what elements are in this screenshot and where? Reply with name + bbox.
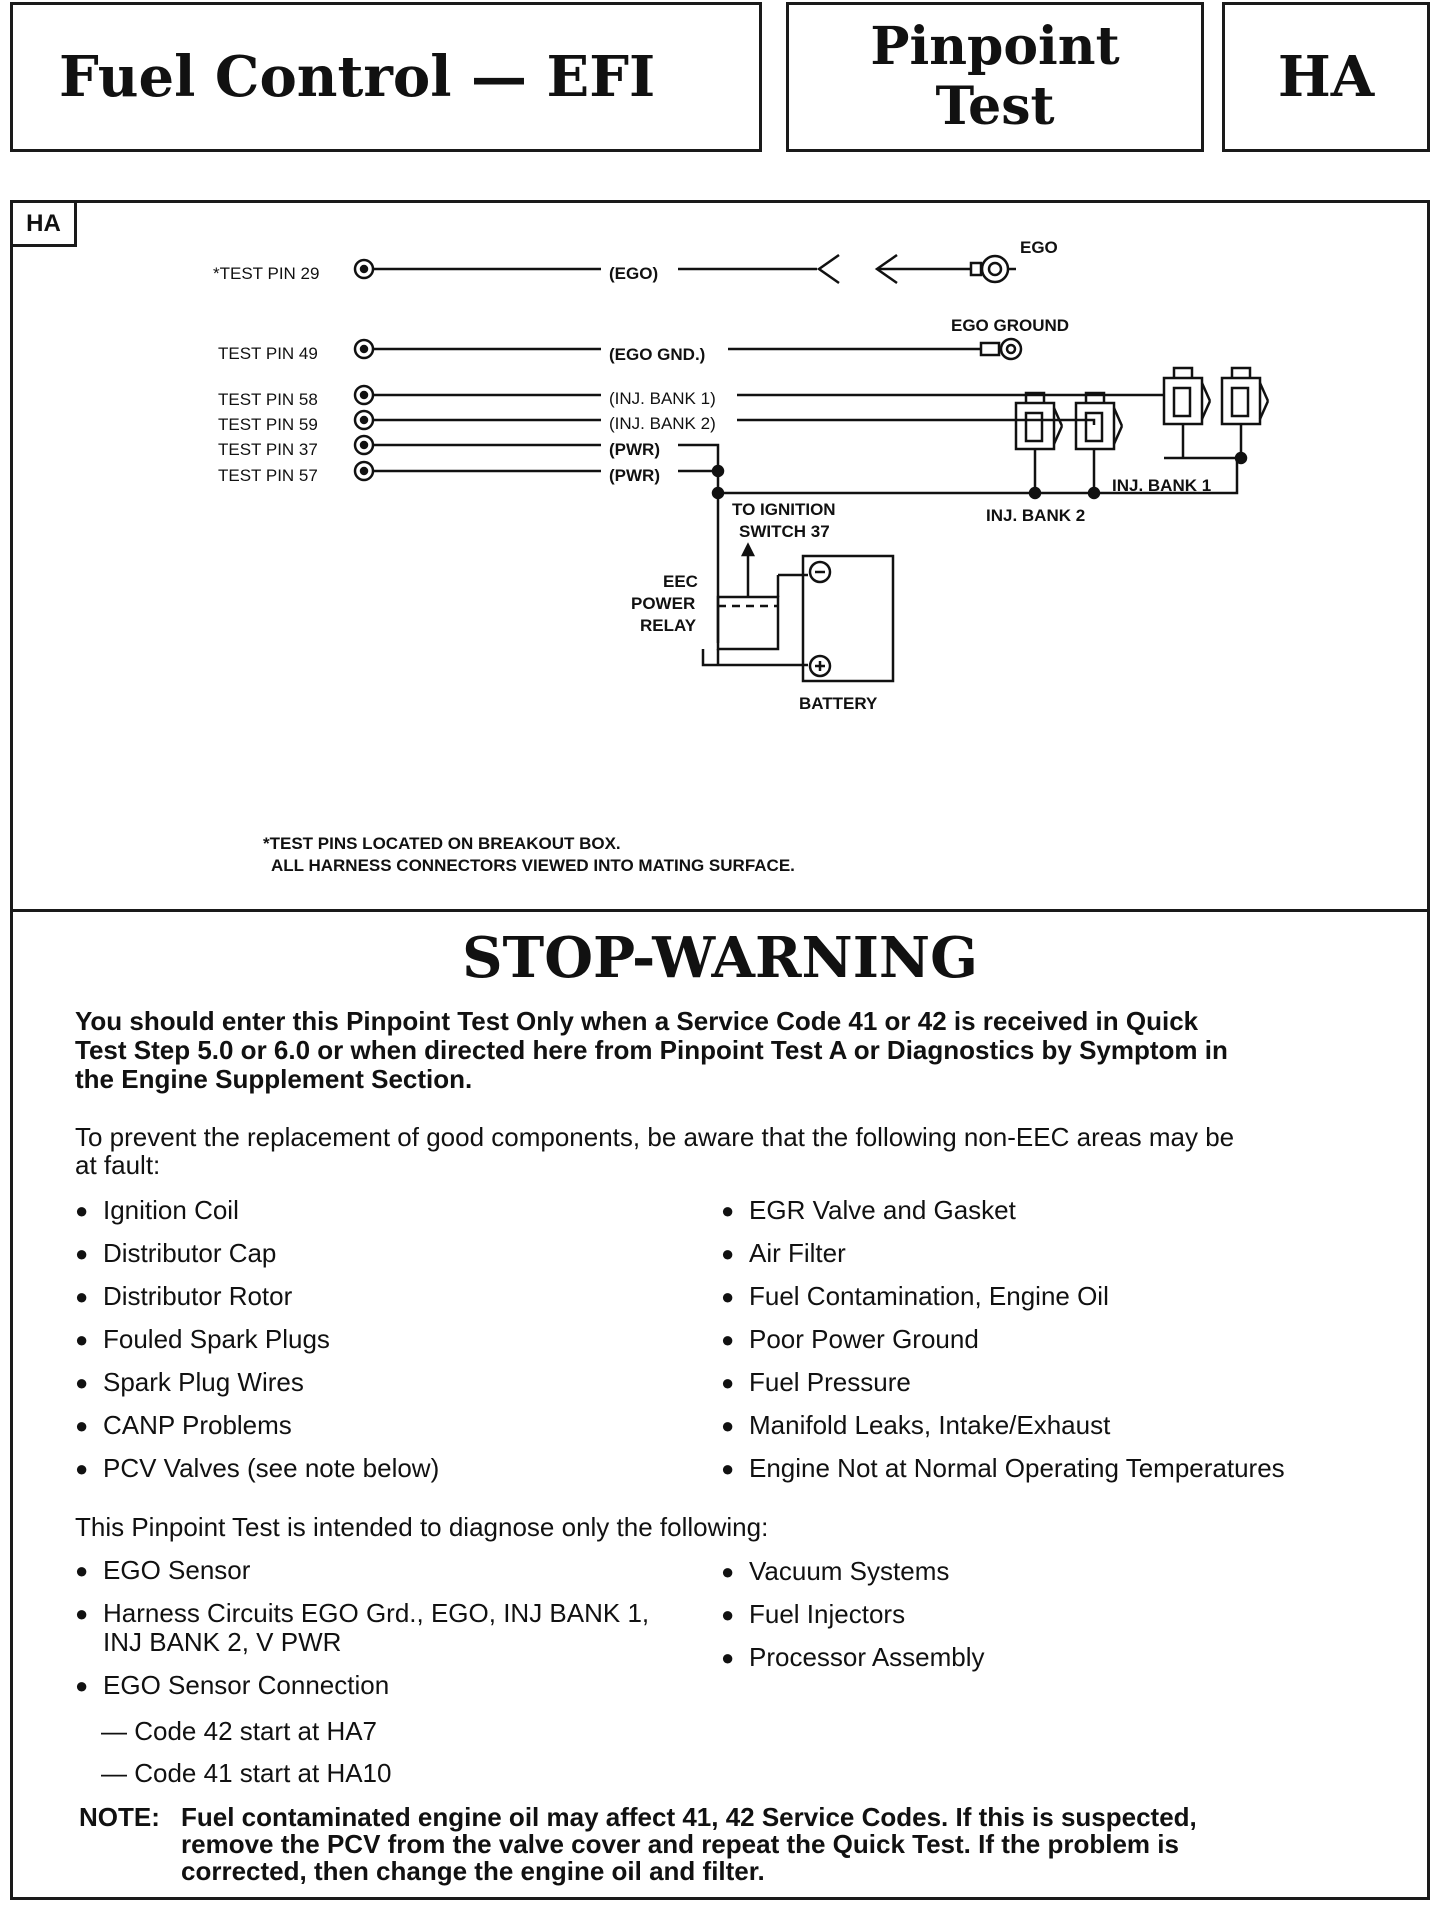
inj-bank-1-label: INJ. BANK 1 — [1112, 476, 1212, 495]
ego-ground-label: EGO GROUND — [951, 316, 1070, 335]
battery-label: BATTERY — [799, 694, 878, 713]
note-label: NOTE: — [79, 1802, 160, 1832]
pin-59-signal: (INJ. BANK 2) — [609, 414, 716, 433]
ego-label: EGO — [1020, 238, 1058, 257]
pin-57-label: TEST PIN 57 — [218, 466, 318, 485]
inj-bank-2-label: INJ. BANK 2 — [986, 506, 1086, 525]
list-item: PCV Valves (see note below) — [75, 1454, 439, 1484]
list-item: Ignition Coil — [75, 1196, 239, 1226]
list-item: Fuel Contamination, Engine Oil — [721, 1282, 1109, 1312]
pin-57-connector — [353, 460, 375, 482]
relay-label-2: POWER — [631, 594, 696, 613]
note-line-3: corrected, then change the engine oil an… — [181, 1856, 765, 1886]
test-code-text: HA — [1277, 44, 1375, 110]
test-code: HA — [1222, 2, 1430, 152]
ego-connector-male — [874, 253, 898, 285]
list-item: EGO Sensor — [75, 1556, 250, 1586]
pin-58-signal: (INJ. BANK 1) — [609, 389, 716, 408]
title-text: Fuel Control — EFI — [59, 44, 656, 110]
junction-dot — [711, 464, 725, 478]
injector-bank-2 — [1014, 391, 1124, 500]
list-item: EGR Valve and Gasket — [721, 1196, 1016, 1226]
ignition-label-2: SWITCH 37 — [739, 522, 830, 541]
ignition-label-1: TO IGNITION — [732, 500, 836, 519]
footnote-line-2: ALL HARNESS CONNECTORS VIEWED INTO MATIN… — [271, 856, 795, 875]
diagram-tag: HA — [13, 203, 77, 247]
list-item: EGO Sensor Connection — [75, 1671, 389, 1701]
page-title: Fuel Control — EFI — [10, 2, 762, 152]
note-line-2: remove the PCV from the valve cover and … — [181, 1829, 1179, 1859]
pinpoint-line-2: Test — [935, 76, 1055, 137]
pin-37-label: TEST PIN 37 — [218, 440, 318, 459]
list-item: Fuel Pressure — [721, 1368, 911, 1398]
pinpoint-line-1: Pinpoint — [870, 16, 1120, 77]
wiring-diagram — [353, 253, 1270, 683]
list-item: Fouled Spark Plugs — [75, 1325, 330, 1355]
list-item: Harness Circuits EGO Grd., EGO, INJ BANK… — [75, 1599, 649, 1629]
list-item: Manifold Leaks, Intake/Exhaust — [721, 1411, 1110, 1441]
list-item: Spark Plug Wires — [75, 1368, 304, 1398]
intro-line-3: the Engine Supplement Section. — [75, 1064, 473, 1094]
eec-power-relay — [701, 542, 808, 667]
note-line-1: Fuel contaminated engine oil may affect … — [181, 1802, 1197, 1832]
wire-pwr37-right — [678, 443, 720, 471]
warning-title: STOP-WARNING — [462, 925, 978, 991]
ego-ground-icon — [979, 337, 1023, 361]
list-item: Fuel Injectors — [721, 1600, 905, 1630]
sub-item-code-42: — Code 42 start at HA7 — [101, 1716, 378, 1746]
ego-sensor-icon — [969, 254, 1016, 284]
list-item: Distributor Cap — [75, 1239, 276, 1269]
prevent-line-2: at fault: — [75, 1150, 161, 1180]
list-item-continuation: INJ BANK 2, V PWR — [103, 1627, 342, 1657]
list-item: Air Filter — [721, 1239, 846, 1269]
list-item: Engine Not at Normal Operating Temperatu… — [721, 1454, 1285, 1484]
intro-line-1: You should enter this Pinpoint Test Only… — [75, 1006, 1199, 1036]
pin-57-signal: (PWR) — [609, 466, 660, 485]
footnote-line-1: *TEST PINS LOCATED ON BREAKOUT BOX. — [263, 834, 621, 853]
pin-58-label: TEST PIN 58 — [218, 390, 318, 409]
section-divider — [13, 909, 1427, 912]
ego-connector-female — [816, 253, 840, 285]
junction-dot — [711, 486, 725, 500]
list-item: Distributor Rotor — [75, 1282, 292, 1312]
list-item: Processor Assembly — [721, 1643, 985, 1673]
intro-line-2: Test Step 5.0 or 6.0 or when directed he… — [75, 1035, 1228, 1065]
pin-29-signal: (EGO) — [609, 264, 659, 283]
diagnose-intro: This Pinpoint Test is intended to diagno… — [75, 1512, 769, 1542]
pin-49-signal: (EGO GND.) — [609, 345, 706, 364]
pin-37-signal: (PWR) — [609, 440, 660, 459]
pin-49-label: TEST PIN 49 — [218, 344, 318, 363]
injector-bank-1 — [1162, 366, 1270, 465]
list-item: CANP Problems — [75, 1411, 292, 1441]
sub-item-code-41: — Code 41 start at HA10 — [101, 1758, 392, 1788]
battery-icon — [801, 554, 895, 683]
pin-59-label: TEST PIN 59 — [218, 415, 318, 434]
list-item: Vacuum Systems — [721, 1557, 949, 1587]
list-item: Poor Power Ground — [721, 1325, 979, 1355]
main-panel: HA *TEST PIN 29 (EGO) TEST PIN 49 (EGO G… — [10, 200, 1430, 1900]
power-bus — [716, 458, 1239, 495]
relay-label-3: RELAY — [640, 616, 697, 635]
prevent-line-1: To prevent the replacement of good compo… — [75, 1122, 1235, 1152]
pin-29-label: *TEST PIN 29 — [213, 264, 320, 283]
relay-label-1: EEC — [663, 572, 698, 591]
